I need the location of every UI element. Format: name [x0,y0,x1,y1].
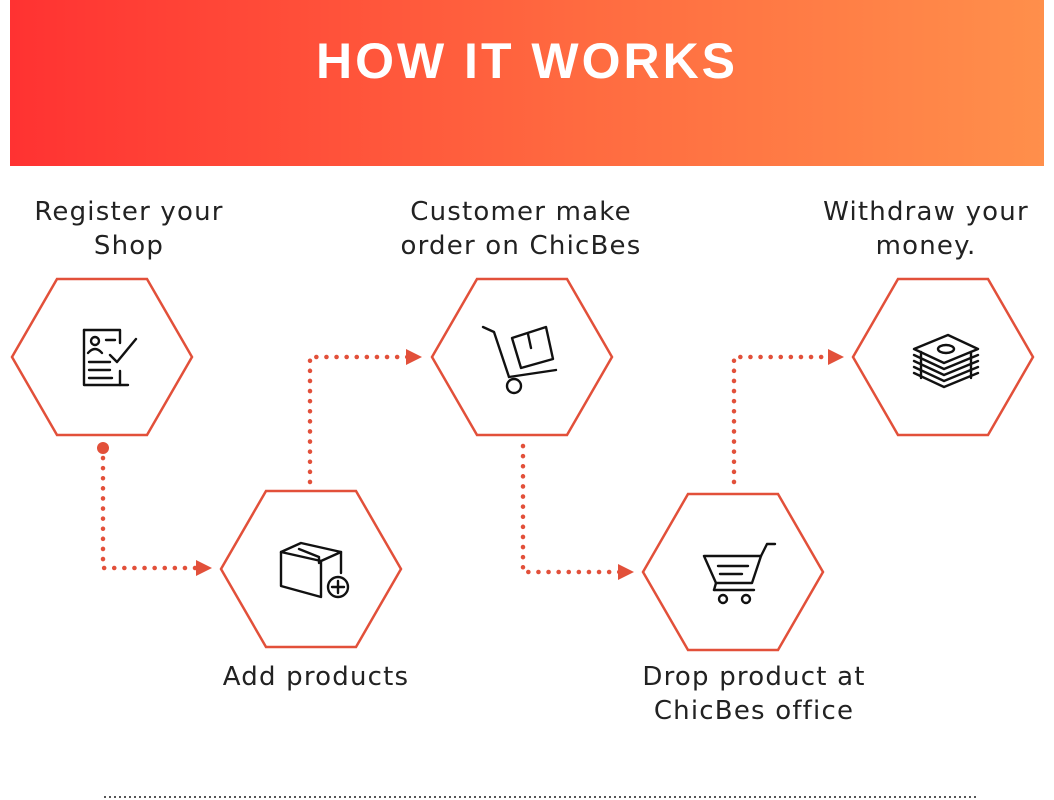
header-banner: HOW IT WORKS [10,0,1044,166]
step-5-hexagon [851,277,1035,437]
step-1-label-line-1: Register your [34,197,224,227]
shopping-cart-icon [702,542,777,605]
page-title: HOW IT WORKS [315,33,739,89]
step-4-label: Drop product at ChicBes office [620,660,888,728]
step-5-label-line-1: Withdraw your [823,197,1029,227]
connector-4-5 [731,349,844,485]
step-3-label-line-1: Customer make [410,197,632,227]
step-3-label-line-2: order on ChicBes [400,231,642,261]
hand-truck-icon [481,325,558,395]
step-4-label-line-2: ChicBes office [653,696,855,726]
step-3-hexagon [430,277,614,437]
step-5-label: Withdraw your money. [804,195,1048,263]
connector-2-3 [307,349,422,485]
money-stack-icon [912,333,980,389]
step-4-hexagon [641,492,825,652]
step-1-label: Register your Shop [14,195,244,263]
step-1-hexagon [10,277,194,437]
box-add-icon [279,541,350,599]
step-4-label-line-1: Drop product at [642,662,866,692]
step-3-label: Customer make order on ChicBes [380,195,662,263]
connector-3-4 [520,443,634,580]
step-2-hexagon [219,489,403,649]
step-2-label: Add products [196,660,436,694]
step-2-label-line-1: Add products [222,662,410,692]
step-1-label-line-2: Shop [93,231,165,261]
registration-form-icon [82,328,138,387]
step-5-label-line-2: money. [875,231,977,261]
connector-1-2 [97,442,212,576]
